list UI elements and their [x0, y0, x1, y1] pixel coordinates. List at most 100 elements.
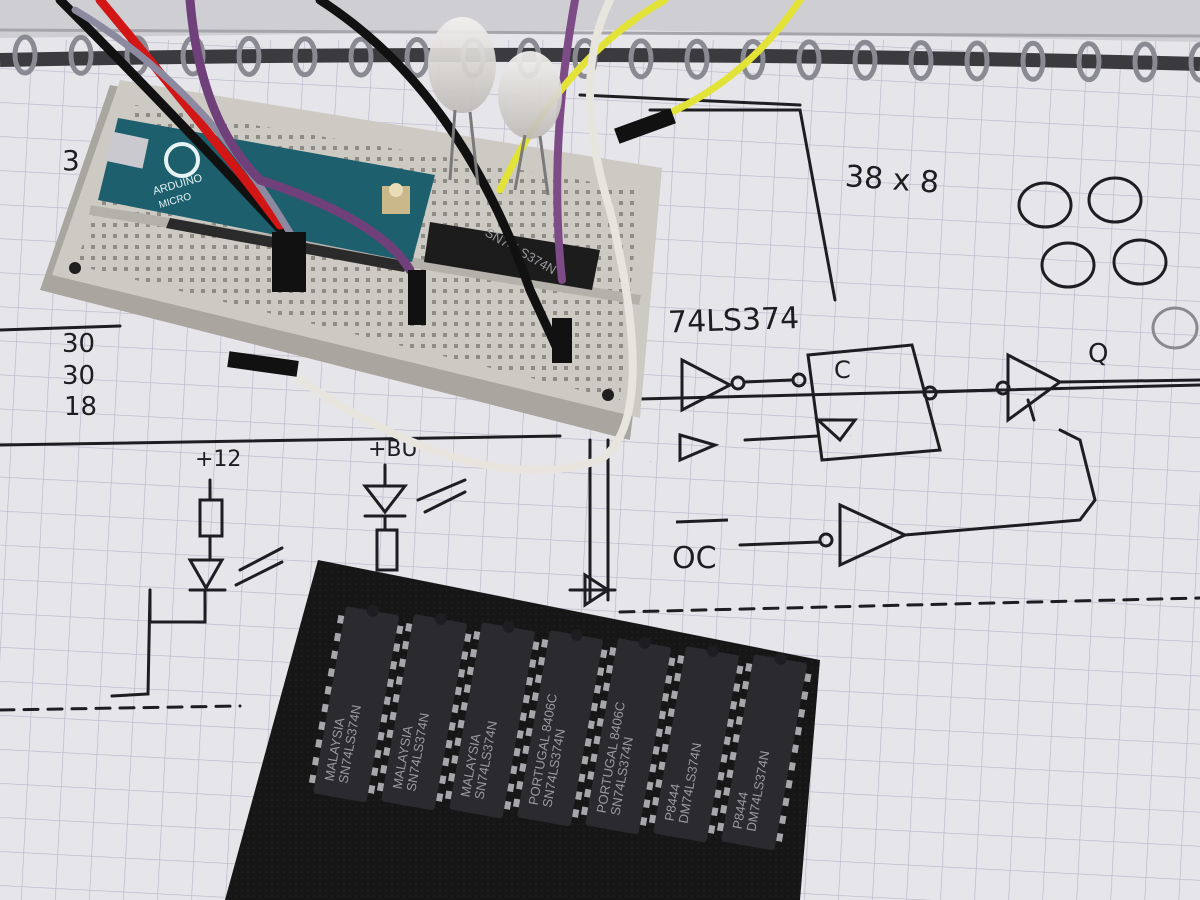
chip-pin: [321, 703, 329, 713]
note-size: 38 x 8: [844, 159, 940, 200]
chip-pin: [451, 704, 459, 714]
chip-pin: [537, 656, 546, 666]
chip-pin: [392, 693, 400, 703]
chip-pin: [717, 771, 725, 781]
chip-pin: [720, 804, 728, 814]
chip-pin: [324, 685, 332, 695]
led-2: [498, 51, 562, 139]
chip-pin: [609, 646, 617, 656]
chip-pin: [377, 731, 385, 741]
chip-pin: [371, 767, 379, 777]
chip-pin: [785, 779, 793, 789]
chip-pin: [444, 790, 453, 800]
chip-pin: [720, 754, 728, 763]
chip-pin: [584, 788, 592, 798]
wires: [55, 0, 804, 474]
chip-pin: [655, 779, 663, 788]
chip-pin: [445, 739, 453, 749]
chip-pin: [510, 765, 518, 775]
spiral-ring: [1020, 40, 1046, 82]
chip-pin: [664, 725, 672, 735]
yellow-wire-1: [496, 0, 669, 194]
note-oc: OC: [672, 541, 717, 576]
chip-pin: [590, 702, 599, 712]
chip-pin: [723, 787, 731, 796]
chip-pin: [711, 807, 719, 817]
spiral-ring: [684, 38, 710, 80]
chip-pin: [736, 665, 744, 675]
chip-origin-text: P8444: [662, 783, 683, 823]
note-d-latch: D: [850, 435, 851, 437]
chip-pin: [315, 739, 323, 748]
chip-pin: [648, 814, 657, 824]
chip-pin: [516, 730, 524, 739]
chip-pin: [460, 701, 468, 711]
chip-pin: [581, 755, 589, 765]
chip-pin: [401, 640, 410, 650]
note-c: C: [834, 356, 851, 384]
chip-pin: [308, 774, 317, 784]
chip-pin: [590, 753, 598, 763]
chip-pin: [605, 664, 614, 674]
note-num-1: 30: [62, 329, 95, 359]
chip-pin: [389, 660, 398, 670]
chip-pin: [677, 654, 685, 664]
note-num-3: 18: [64, 392, 97, 422]
chip-pin: [797, 708, 806, 718]
chip-pin: [312, 756, 320, 766]
chip-pin: [665, 675, 673, 685]
chip-pin: [575, 791, 583, 801]
chip-pin: [337, 614, 345, 624]
spiral-ring: [292, 36, 318, 78]
chip-pin: [804, 673, 812, 683]
chip-pin: [729, 700, 738, 710]
white-wire: [296, 0, 637, 474]
chip-pin: [395, 676, 403, 686]
chip-pin: [791, 744, 799, 754]
chip-body: [517, 630, 603, 827]
chip-pin: [386, 678, 395, 688]
chip-pin: [454, 737, 462, 747]
chip-pin: [528, 709, 536, 719]
chip-pin: [464, 633, 472, 643]
note-d-in: D: [650, 461, 651, 463]
spiral-ring: [852, 39, 878, 81]
chip-pin: [504, 800, 512, 810]
chip-pin: [593, 684, 602, 694]
chip-pin: [466, 666, 475, 676]
chip-pin: [661, 692, 670, 702]
chip-pin: [782, 797, 790, 807]
chip-pin: [776, 832, 784, 842]
chip-pin: [587, 720, 595, 730]
spiral-ring: [236, 35, 262, 77]
chip-pin: [519, 712, 527, 722]
spiral-ring: [404, 36, 430, 78]
spiral-ring: [68, 34, 94, 76]
chip-pin: [398, 658, 407, 668]
chip-pin: [670, 690, 679, 700]
chip-pin: [519, 763, 527, 772]
led-1: [428, 17, 496, 113]
chip-pin: [516, 780, 524, 790]
black-wire-1: [55, 0, 295, 245]
chip-pin: [578, 773, 586, 783]
chip-pin: [333, 632, 342, 642]
chip-body: [721, 654, 807, 851]
chip-pin: [405, 622, 413, 632]
chip-pin: [600, 649, 608, 659]
chip-pin: [735, 716, 743, 726]
chip-pin: [376, 782, 385, 792]
chip-pin: [597, 667, 605, 677]
chip-pin: [439, 775, 447, 785]
leds: [428, 17, 562, 196]
chip-pin: [522, 694, 531, 704]
chip-pin: [788, 762, 796, 771]
chip-pin: [448, 772, 456, 782]
chip-pin: [572, 808, 580, 818]
